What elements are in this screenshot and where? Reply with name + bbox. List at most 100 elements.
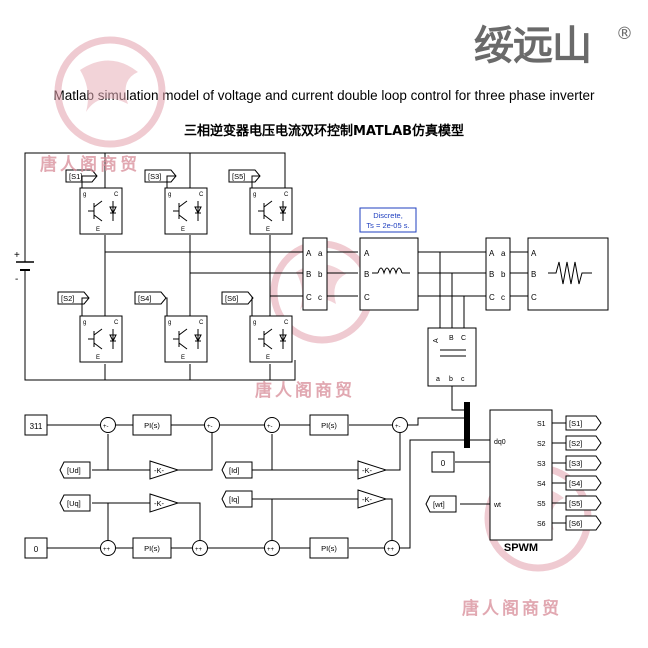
- constant-311-value: 311: [30, 422, 43, 431]
- gate-tag-1[interactable]: [S1]: [65, 169, 98, 188]
- igbt-6-emitter-pin: E: [266, 355, 270, 361]
- sum-block-1-signs: +-: [103, 424, 109, 430]
- spwm-output-4[interactable]: S4[S4]: [537, 475, 602, 491]
- spwm-output-5[interactable]: S5 [S5]: [537, 495, 602, 511]
- gate-tag-2[interactable]: [S3]: [144, 169, 177, 188]
- from-tag-4[interactable]: [Iq]: [221, 490, 253, 508]
- constant-zero-q[interactable]: 0: [24, 537, 48, 559]
- meas1-port-A: A: [306, 249, 312, 258]
- dc-voltage-source[interactable]: + -: [14, 240, 34, 296]
- watermark-text-3: 唐人阁商贸: [462, 599, 562, 619]
- dc-bus-negative: [24, 296, 296, 381]
- igbt-3-gate-pin: g: [253, 192, 256, 198]
- three-phase-rl-load[interactable]: A B C: [527, 237, 609, 311]
- powergui-line1: Discrete,: [373, 211, 403, 220]
- pi-controller-4-label: PI(s): [321, 544, 337, 553]
- gate-tag-label-5: [S4]: [138, 294, 151, 303]
- pi-controller-1[interactable]: PI(s): [132, 414, 172, 436]
- series-rl-filter[interactable]: A B C: [359, 237, 419, 311]
- filter-capacitor[interactable]: A B C a b c: [427, 327, 477, 398]
- pi-controller-3[interactable]: PI(s): [132, 537, 172, 559]
- from-tag-1[interactable]: [Ud]: [59, 461, 91, 479]
- sum-block-5[interactable]: ++: [100, 540, 116, 556]
- from-tag-label-3: [Id]: [229, 466, 239, 475]
- gate-tag-3[interactable]: [S5]: [228, 169, 261, 188]
- meas1-port-c: c: [318, 293, 322, 302]
- powergui-line2: Ts = 2e-05 s.: [366, 221, 409, 230]
- spwm-output-tag-5: [S5]: [569, 499, 582, 508]
- igbt-6-gate-pin: g: [253, 320, 256, 326]
- from-tag-2[interactable]: [Uq]: [59, 494, 91, 512]
- from-tag-label-5: [wt]: [433, 500, 445, 509]
- constant-zero-q-value: 0: [34, 545, 39, 554]
- registered-mark: ®: [616, 24, 633, 44]
- sum-block-6-signs: ++: [195, 547, 203, 553]
- meas2-port-C: C: [489, 293, 495, 302]
- gate-tag-6[interactable]: [S6]: [221, 291, 254, 316]
- spwm-output-tag-6: [S6]: [569, 519, 582, 528]
- dc-plus-label: +: [14, 250, 20, 261]
- dc-bus-positive: [24, 152, 286, 240]
- dc-minus-label: -: [15, 274, 18, 285]
- constant-311[interactable]: 311: [24, 414, 48, 436]
- load-port-B: B: [531, 270, 536, 279]
- from-tag-5[interactable]: [wt]: [425, 495, 457, 513]
- from-tag-label-4: [Iq]: [229, 495, 239, 504]
- gate-tag-4[interactable]: [S2]: [57, 291, 90, 316]
- pi-controller-2[interactable]: PI(s): [309, 414, 349, 436]
- from-tag-label-1: [Ud]: [67, 466, 81, 475]
- sum-block-6[interactable]: ++: [192, 540, 208, 556]
- igbt-1-gate-pin: g: [83, 192, 86, 198]
- spwm-output-port-label-4: S4: [537, 481, 546, 488]
- gate-tag-label-6: [S6]: [225, 294, 238, 303]
- power-stage: [24, 152, 528, 381]
- constant-zero-0[interactable]: 0: [431, 451, 455, 473]
- spwm-output-1[interactable]: S1[S1]: [537, 415, 602, 431]
- sum-block-3-signs: +-: [267, 424, 273, 430]
- from-tag-3[interactable]: [Id]: [221, 461, 253, 479]
- igbt-2-emitter-pin: E: [181, 227, 185, 233]
- gain-block-2[interactable]: -K-: [149, 493, 180, 513]
- gain-block-4[interactable]: -K-: [357, 489, 388, 509]
- spwm-output-port-label-5: S5: [537, 501, 546, 508]
- pi-controller-1-label: PI(s): [144, 421, 160, 430]
- filter-port-C: C: [364, 293, 370, 302]
- gain-block-3-label: -K-: [362, 466, 373, 475]
- gain-block-2-label: -K-: [154, 499, 165, 508]
- gain-block-1[interactable]: -K-: [149, 460, 180, 480]
- igbt-4-emitter-pin: E: [96, 355, 100, 361]
- gain-block-3[interactable]: -K-: [357, 460, 388, 480]
- spwm-output-2[interactable]: S2[S2]: [537, 435, 602, 451]
- sum-block-3[interactable]: +-: [264, 417, 280, 433]
- sum-block-1[interactable]: +-: [100, 417, 116, 433]
- spwm-output-port-label-6: S6: [537, 521, 546, 528]
- spwm-subsystem[interactable]: dq0 wt SPWM: [489, 409, 553, 554]
- three-phase-measurement-2[interactable]: A B C a b c: [485, 237, 511, 311]
- meas2-port-b: b: [501, 270, 506, 279]
- sum-block-8[interactable]: ++: [384, 540, 400, 556]
- spwm-output-3[interactable]: S3[S3]: [537, 455, 602, 471]
- powergui-block[interactable]: Discrete, Ts = 2e-05 s.: [359, 207, 417, 233]
- gate-tag-label-3: [S5]: [232, 172, 245, 181]
- sum-block-7[interactable]: ++: [264, 540, 280, 556]
- meas1-port-B: B: [306, 270, 311, 279]
- mux-block[interactable]: [464, 402, 470, 448]
- spwm-outputs: S1[S1] S2[S2] S3[S3] S4[S4] S5 [S5] S6 [S6]: [537, 415, 602, 531]
- meas2-port-B: B: [489, 270, 494, 279]
- three-phase-measurement-1[interactable]: A B C a b c: [302, 237, 328, 311]
- sum-block-2[interactable]: +-: [204, 417, 220, 433]
- spwm-output-6[interactable]: S6 [S6]: [537, 515, 602, 531]
- gate-tag-5[interactable]: [S4]: [134, 291, 168, 316]
- from-tags: [Ud] [Uq] [Id] [Iq] [wt]: [59, 461, 457, 513]
- pi-controller-4[interactable]: PI(s): [309, 537, 349, 559]
- meas1-port-b: b: [318, 270, 323, 279]
- igbt-2-gate-pin: g: [168, 192, 171, 198]
- sum-block-4[interactable]: +-: [392, 417, 408, 433]
